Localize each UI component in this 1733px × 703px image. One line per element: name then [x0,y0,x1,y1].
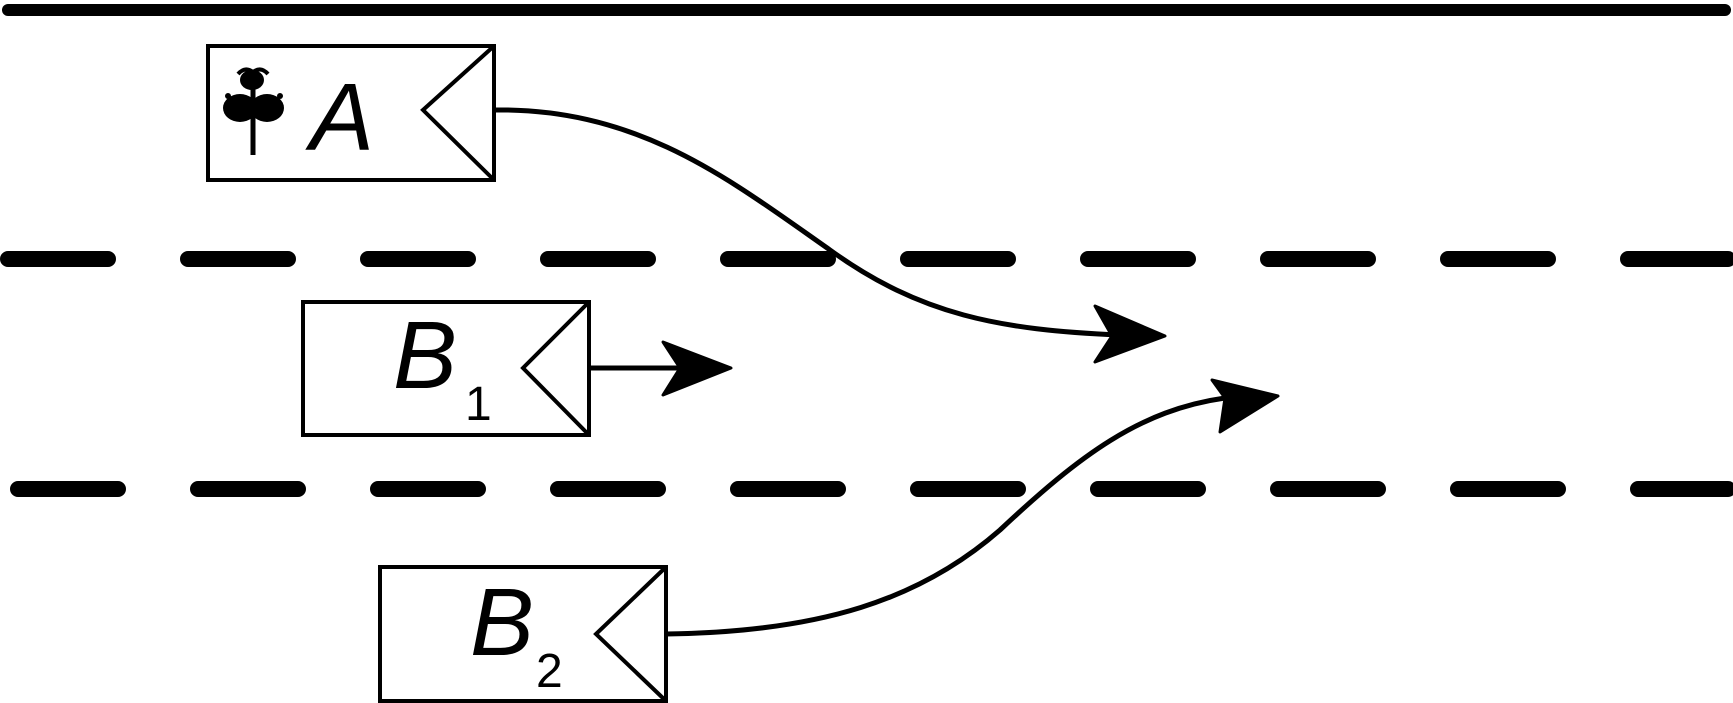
trajectory-b2-arrowhead [1210,378,1280,434]
vehicle-b1: B 1 [301,300,591,437]
vehicle-b2-subscript: 2 [536,645,563,698]
vehicle-a-label: A [305,64,374,171]
trajectory-a-path [493,107,1121,338]
trajectory-b1 [589,340,733,397]
flower-emblem-icon [223,67,284,155]
vehicle-b1-label: B [393,302,457,409]
vehicle-a: A [206,44,496,182]
trajectory-b2-path [665,395,1226,637]
vehicle-b2-body [378,565,668,703]
trajectory-b2 [665,378,1280,637]
vehicle-b2-front-chevron [593,565,668,703]
trajectory-a-arrowhead [1093,304,1167,364]
vehicle-b1-front-chevron [520,300,591,437]
vehicle-b1-subscript: 1 [465,378,492,431]
trajectory-b1-arrowhead [661,340,733,397]
trajectory-a [493,107,1167,364]
vehicle-b2-label: B [470,569,534,676]
vehicle-a-front-chevron [420,44,496,182]
vehicle-b2: B 2 [378,565,668,703]
vehicle-b1-body [301,300,591,437]
